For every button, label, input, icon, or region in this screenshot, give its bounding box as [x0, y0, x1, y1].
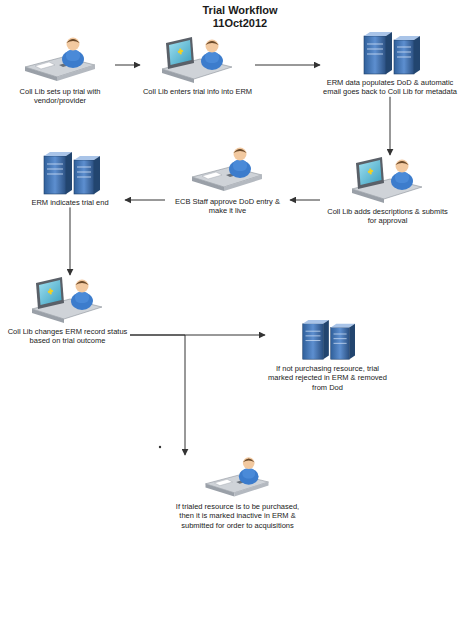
flow-arrow — [290, 200, 320, 201]
workflow-step: Coll Lib changes ERM record status based… — [5, 275, 130, 346]
workflow-step: If not purchasing resource, trial marked… — [265, 320, 390, 392]
step-caption: Coll Lib enters trial info into ERM — [140, 87, 255, 96]
flow-arrow — [130, 335, 185, 455]
step-caption: ERM data populates DoD & automatic email… — [320, 78, 460, 97]
diagram-title: Trial Workflow 11Oct2012 — [190, 4, 290, 30]
workflow-step: ECB Staff approve DoD entry & make it li… — [165, 145, 290, 216]
flow-arrow — [115, 65, 140, 66]
step-caption: ECB Staff approve DoD entry & make it li… — [165, 197, 290, 216]
flow-arrow — [390, 97, 391, 155]
workflow-step: ERM data populates DoD & automatic email… — [320, 30, 460, 97]
flow-arrow — [125, 200, 165, 201]
workflow-step: Coll Lib enters trial info into ERM — [140, 35, 255, 96]
workflow-step: ERM indicates trial end — [15, 150, 125, 207]
workflow-step: If trialed resource is to be purchased, … — [170, 455, 305, 530]
workflow-step: Coll Lib adds descriptions & submits for… — [320, 155, 455, 226]
step-caption: Coll Lib changes ERM record status based… — [5, 327, 130, 346]
step-caption: ERM indicates trial end — [15, 198, 125, 207]
flow-arrow — [255, 65, 320, 66]
step-caption: If not purchasing resource, trial marked… — [265, 364, 390, 392]
flow-arrow — [70, 207, 71, 275]
workflow-step: Coll Lib sets up trial with vendor/provi… — [5, 35, 115, 106]
step-caption: Coll Lib sets up trial with vendor/provi… — [5, 87, 115, 106]
step-caption: If trialed resource is to be purchased, … — [170, 502, 305, 530]
step-caption: Coll Lib adds descriptions & submits for… — [320, 207, 455, 226]
